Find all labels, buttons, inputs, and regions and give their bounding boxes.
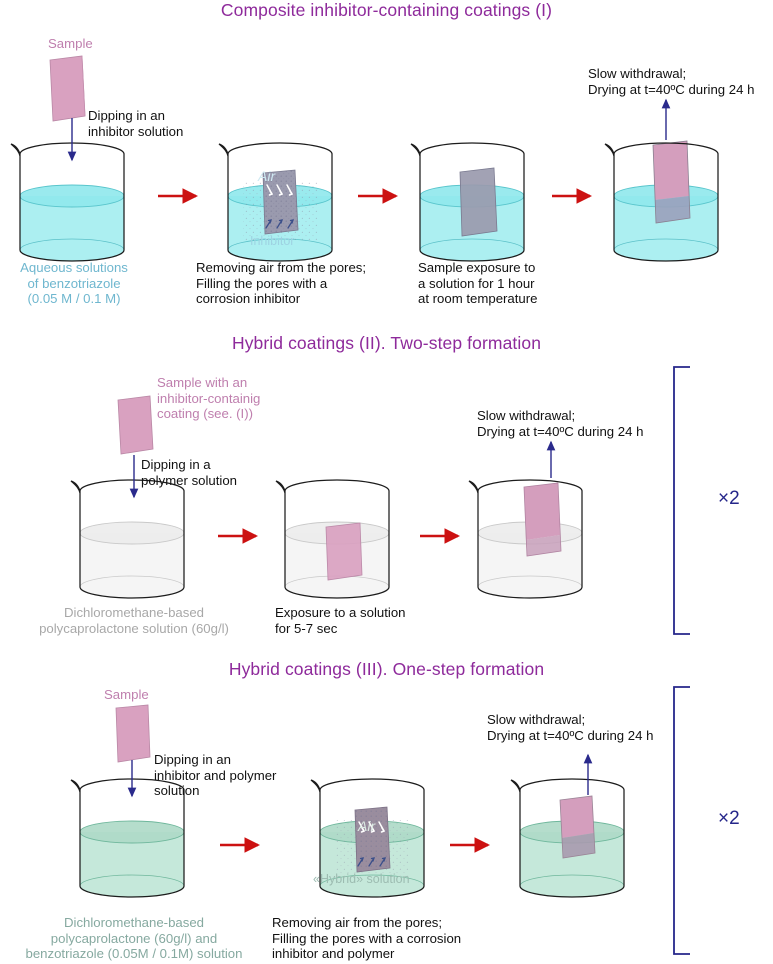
- sample-p2-start: [118, 396, 153, 454]
- beaker-p1-3: [411, 143, 524, 261]
- panel-title-2: Hybrid coatings (II). Two-step formation: [231, 333, 542, 353]
- dip-caption-p3: Dipping in an inhibitor and polymer solu…: [154, 752, 277, 799]
- repeat-label-p2: ×2: [718, 488, 740, 509]
- inhibitor-label-p1: Inhibitor: [250, 234, 295, 248]
- beaker-p1-1: [11, 143, 124, 261]
- hybrid-solution-label-p3: «Hybrid» solution: [313, 872, 410, 886]
- beaker-p2-1: [71, 480, 184, 598]
- repeat-bracket-p2: [674, 367, 690, 634]
- sample-p2-3: [524, 483, 561, 556]
- panel-title-1: Composite inhibitor-containing coatings …: [220, 0, 553, 20]
- withdraw-caption-p2: Slow withdrawal; Drying at t=40ºC during…: [477, 408, 644, 439]
- sample-label-p1: Sample: [48, 36, 93, 51]
- step-caption-p2-1: Exposure to a solution for 5-7 sec: [275, 605, 406, 636]
- sample-p3-2: [355, 807, 390, 872]
- sample-p1-4: [653, 141, 690, 223]
- withdraw-caption-p3: Slow withdrawal; Drying at t=40ºC during…: [487, 712, 654, 743]
- air-label-p1: Air: [258, 168, 276, 184]
- dip-caption-p2: Dipping in a polymer solution: [141, 457, 238, 488]
- step-caption-p1-2: Sample exposure to a solution for 1 hour…: [418, 260, 538, 307]
- sample-label-p3: Sample: [104, 687, 149, 702]
- step-caption-p3-1: Removing air from the pores; Filling the…: [272, 915, 462, 962]
- step-caption-p1-1: Removing air from the pores; Filling the…: [196, 260, 367, 307]
- sample-p2-2: [326, 523, 362, 580]
- dip-caption-p1: Dipping in an inhibitor solution: [88, 108, 184, 139]
- panel-title-3: Hybrid coatings (III). One-step formatio…: [228, 659, 545, 679]
- repeat-label-p3: ×2: [718, 808, 740, 829]
- beaker-caption-p1: Aqueous solutions of benzotriazole (0.05…: [20, 260, 128, 307]
- beaker-p2-3: [469, 480, 582, 598]
- repeat-bracket-p3: [674, 687, 690, 954]
- sample-p3-start: [116, 705, 150, 762]
- sample-p3-3: [560, 796, 595, 858]
- beaker-p3-3: [511, 779, 624, 897]
- beaker-p2-2: [276, 480, 389, 598]
- beaker-caption-p3: Dichloromethane-based polycaprolactone (…: [25, 915, 243, 962]
- sample-label-p2: Sample with an inhibitor-containig coati…: [157, 375, 261, 422]
- beaker-p1-4: [605, 141, 718, 261]
- air-label-p3: Air: [358, 818, 376, 834]
- withdraw-caption-p1: Slow withdrawal; Drying at t=40ºC during…: [588, 66, 755, 97]
- sample-p1-3: [460, 168, 497, 236]
- sample-p1-start: [50, 56, 85, 121]
- beaker-caption-p2: Dichloromethane-based polycaprolactone s…: [39, 605, 229, 636]
